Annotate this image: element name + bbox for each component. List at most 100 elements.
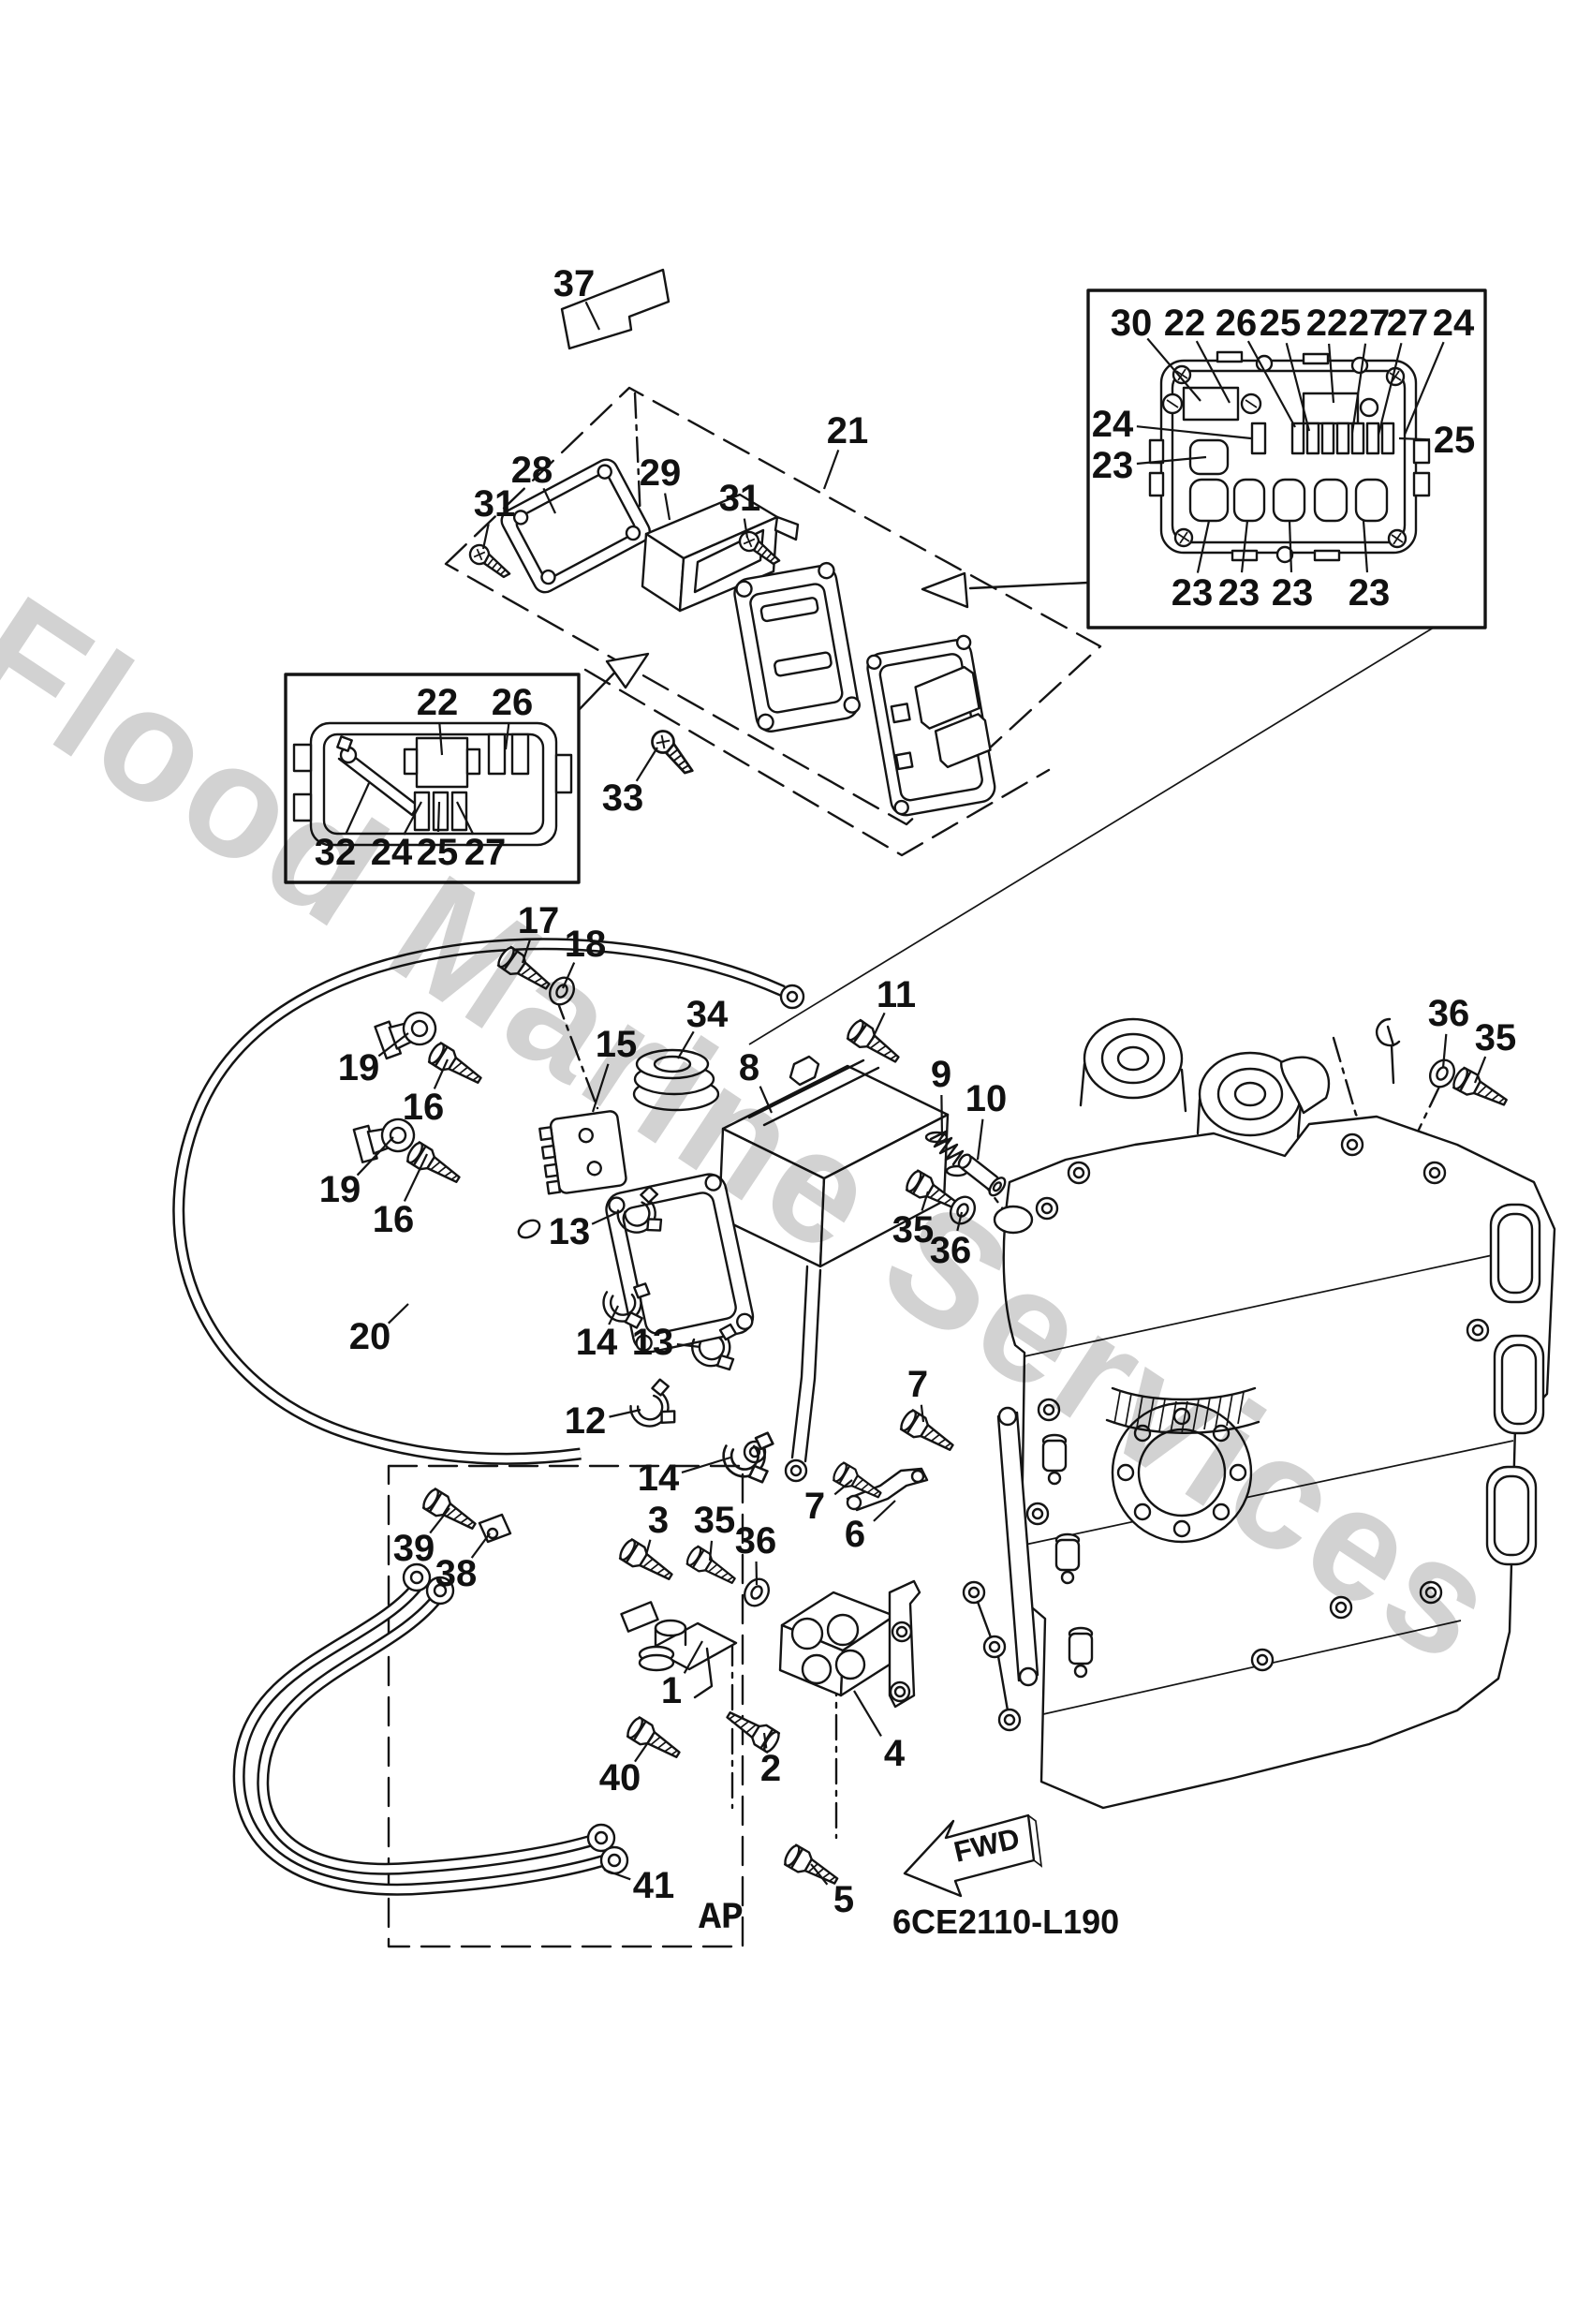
leader-line: [603, 1868, 631, 1881]
callout-23: 23: [1218, 572, 1260, 614]
part-fuse-holder-4: [778, 1579, 921, 1709]
callout-26: 26: [492, 682, 534, 723]
ap-label: AP: [699, 1898, 744, 1940]
callout-11: 11: [877, 974, 916, 1015]
leader-line: [976, 1118, 984, 1161]
bolt-16-upper: [425, 1040, 487, 1091]
leader-line: [433, 1058, 450, 1089]
leader-line: [456, 801, 475, 836]
part-ecu-module: [866, 634, 996, 817]
leader-line: [1377, 343, 1403, 436]
leader-line: [1136, 455, 1207, 466]
inset-connector-detail: [284, 673, 581, 884]
leader-line: [591, 1210, 619, 1225]
callout-2: 2: [760, 1748, 781, 1789]
washer-18: [543, 971, 581, 1011]
callout-21: 21: [827, 410, 869, 451]
callout-39: 39: [393, 1528, 435, 1569]
fwd-direction-arrow: FWD: [903, 1813, 1043, 1898]
diagram-code: 6CE2110-L190: [892, 1902, 1119, 1941]
corner-screws: [1172, 364, 1408, 549]
leader-line: [436, 801, 441, 833]
callout-27: 27: [464, 832, 507, 873]
callout-3: 3: [648, 1500, 669, 1541]
leader-line: [1398, 437, 1431, 441]
part-label-plate-37: [560, 268, 671, 350]
callout-23: 23: [1092, 445, 1134, 486]
part-battery-cable-20: [172, 938, 805, 1465]
callout-24: 24: [1433, 303, 1475, 344]
callout-31: 31: [719, 478, 761, 519]
leader-line: [345, 782, 371, 835]
callout-35: 35: [892, 1209, 935, 1251]
callout-22: 22: [1164, 303, 1206, 344]
part-relay-15: [538, 1110, 627, 1195]
callout-36: 36: [930, 1230, 972, 1271]
callout-7: 7: [907, 1364, 928, 1405]
callout-18: 18: [565, 924, 607, 965]
engine-block: [993, 1017, 1556, 1810]
leader-line: [956, 1211, 964, 1232]
leader-line: [356, 1136, 394, 1177]
leader-line: [1195, 340, 1231, 404]
callout-20: 20: [349, 1316, 391, 1357]
callout-36: 36: [735, 1520, 777, 1562]
leader-line: [609, 1408, 641, 1418]
screw-31-left: [465, 540, 517, 581]
part-clip-38: [478, 1513, 512, 1544]
leader-line: [921, 1191, 930, 1211]
part-gasket-28: [500, 458, 651, 594]
part-collar-10: [957, 1153, 1007, 1197]
callout-16: 16: [373, 1199, 415, 1240]
leader-line: [608, 1305, 619, 1325]
callout-41: 41: [633, 1865, 675, 1906]
leader-line: [1350, 343, 1367, 434]
leader-line: [1246, 340, 1296, 428]
callout-8: 8: [739, 1047, 759, 1088]
callout-14: 14: [638, 1458, 680, 1499]
part-ground-lead: [962, 1580, 1022, 1732]
leader-line: [470, 1532, 491, 1559]
callout-36: 36: [1428, 993, 1470, 1034]
callout-13: 13: [632, 1322, 674, 1363]
leader-line: [1288, 520, 1293, 573]
leader-line: [940, 1094, 944, 1138]
leader-line: [542, 487, 556, 514]
leader-line: [1136, 425, 1252, 440]
leader-line: [833, 1479, 853, 1496]
callout-22: 22: [417, 682, 459, 723]
callout-23: 23: [1349, 572, 1391, 614]
leader-line: [1441, 1033, 1448, 1069]
callout-12: 12: [565, 1400, 607, 1442]
callout-30: 30: [1111, 303, 1153, 344]
leader-line: [438, 722, 444, 756]
callout-15: 15: [596, 1024, 638, 1065]
leader-line: [762, 1732, 768, 1749]
leader-line: [1240, 520, 1249, 573]
bolt-3: [616, 1536, 678, 1588]
leader-line: [377, 1032, 409, 1058]
leader-line: [403, 801, 422, 836]
callout-26: 26: [1216, 303, 1258, 344]
leader-line: [1403, 341, 1445, 436]
leader-line: [743, 518, 749, 539]
leader-line: [853, 1690, 882, 1738]
callout-37: 37: [553, 263, 596, 304]
leader-line: [810, 1863, 829, 1886]
callout-23: 23: [1172, 572, 1214, 614]
leader-line: [521, 940, 531, 964]
callout-17: 17: [518, 900, 560, 941]
leader-line: [1146, 337, 1201, 402]
leader-line: [1473, 1056, 1487, 1084]
callout-35: 35: [694, 1500, 736, 1541]
callout-6: 6: [845, 1514, 865, 1555]
leader-line: [676, 1343, 701, 1349]
leader-line: [403, 1153, 428, 1202]
callout-25: 25: [1434, 420, 1476, 461]
callout-31: 31: [474, 483, 516, 525]
callout-4: 4: [884, 1733, 906, 1774]
callout-24: 24: [371, 832, 413, 873]
callout-7: 7: [804, 1486, 825, 1527]
callout-35: 35: [1475, 1017, 1517, 1058]
